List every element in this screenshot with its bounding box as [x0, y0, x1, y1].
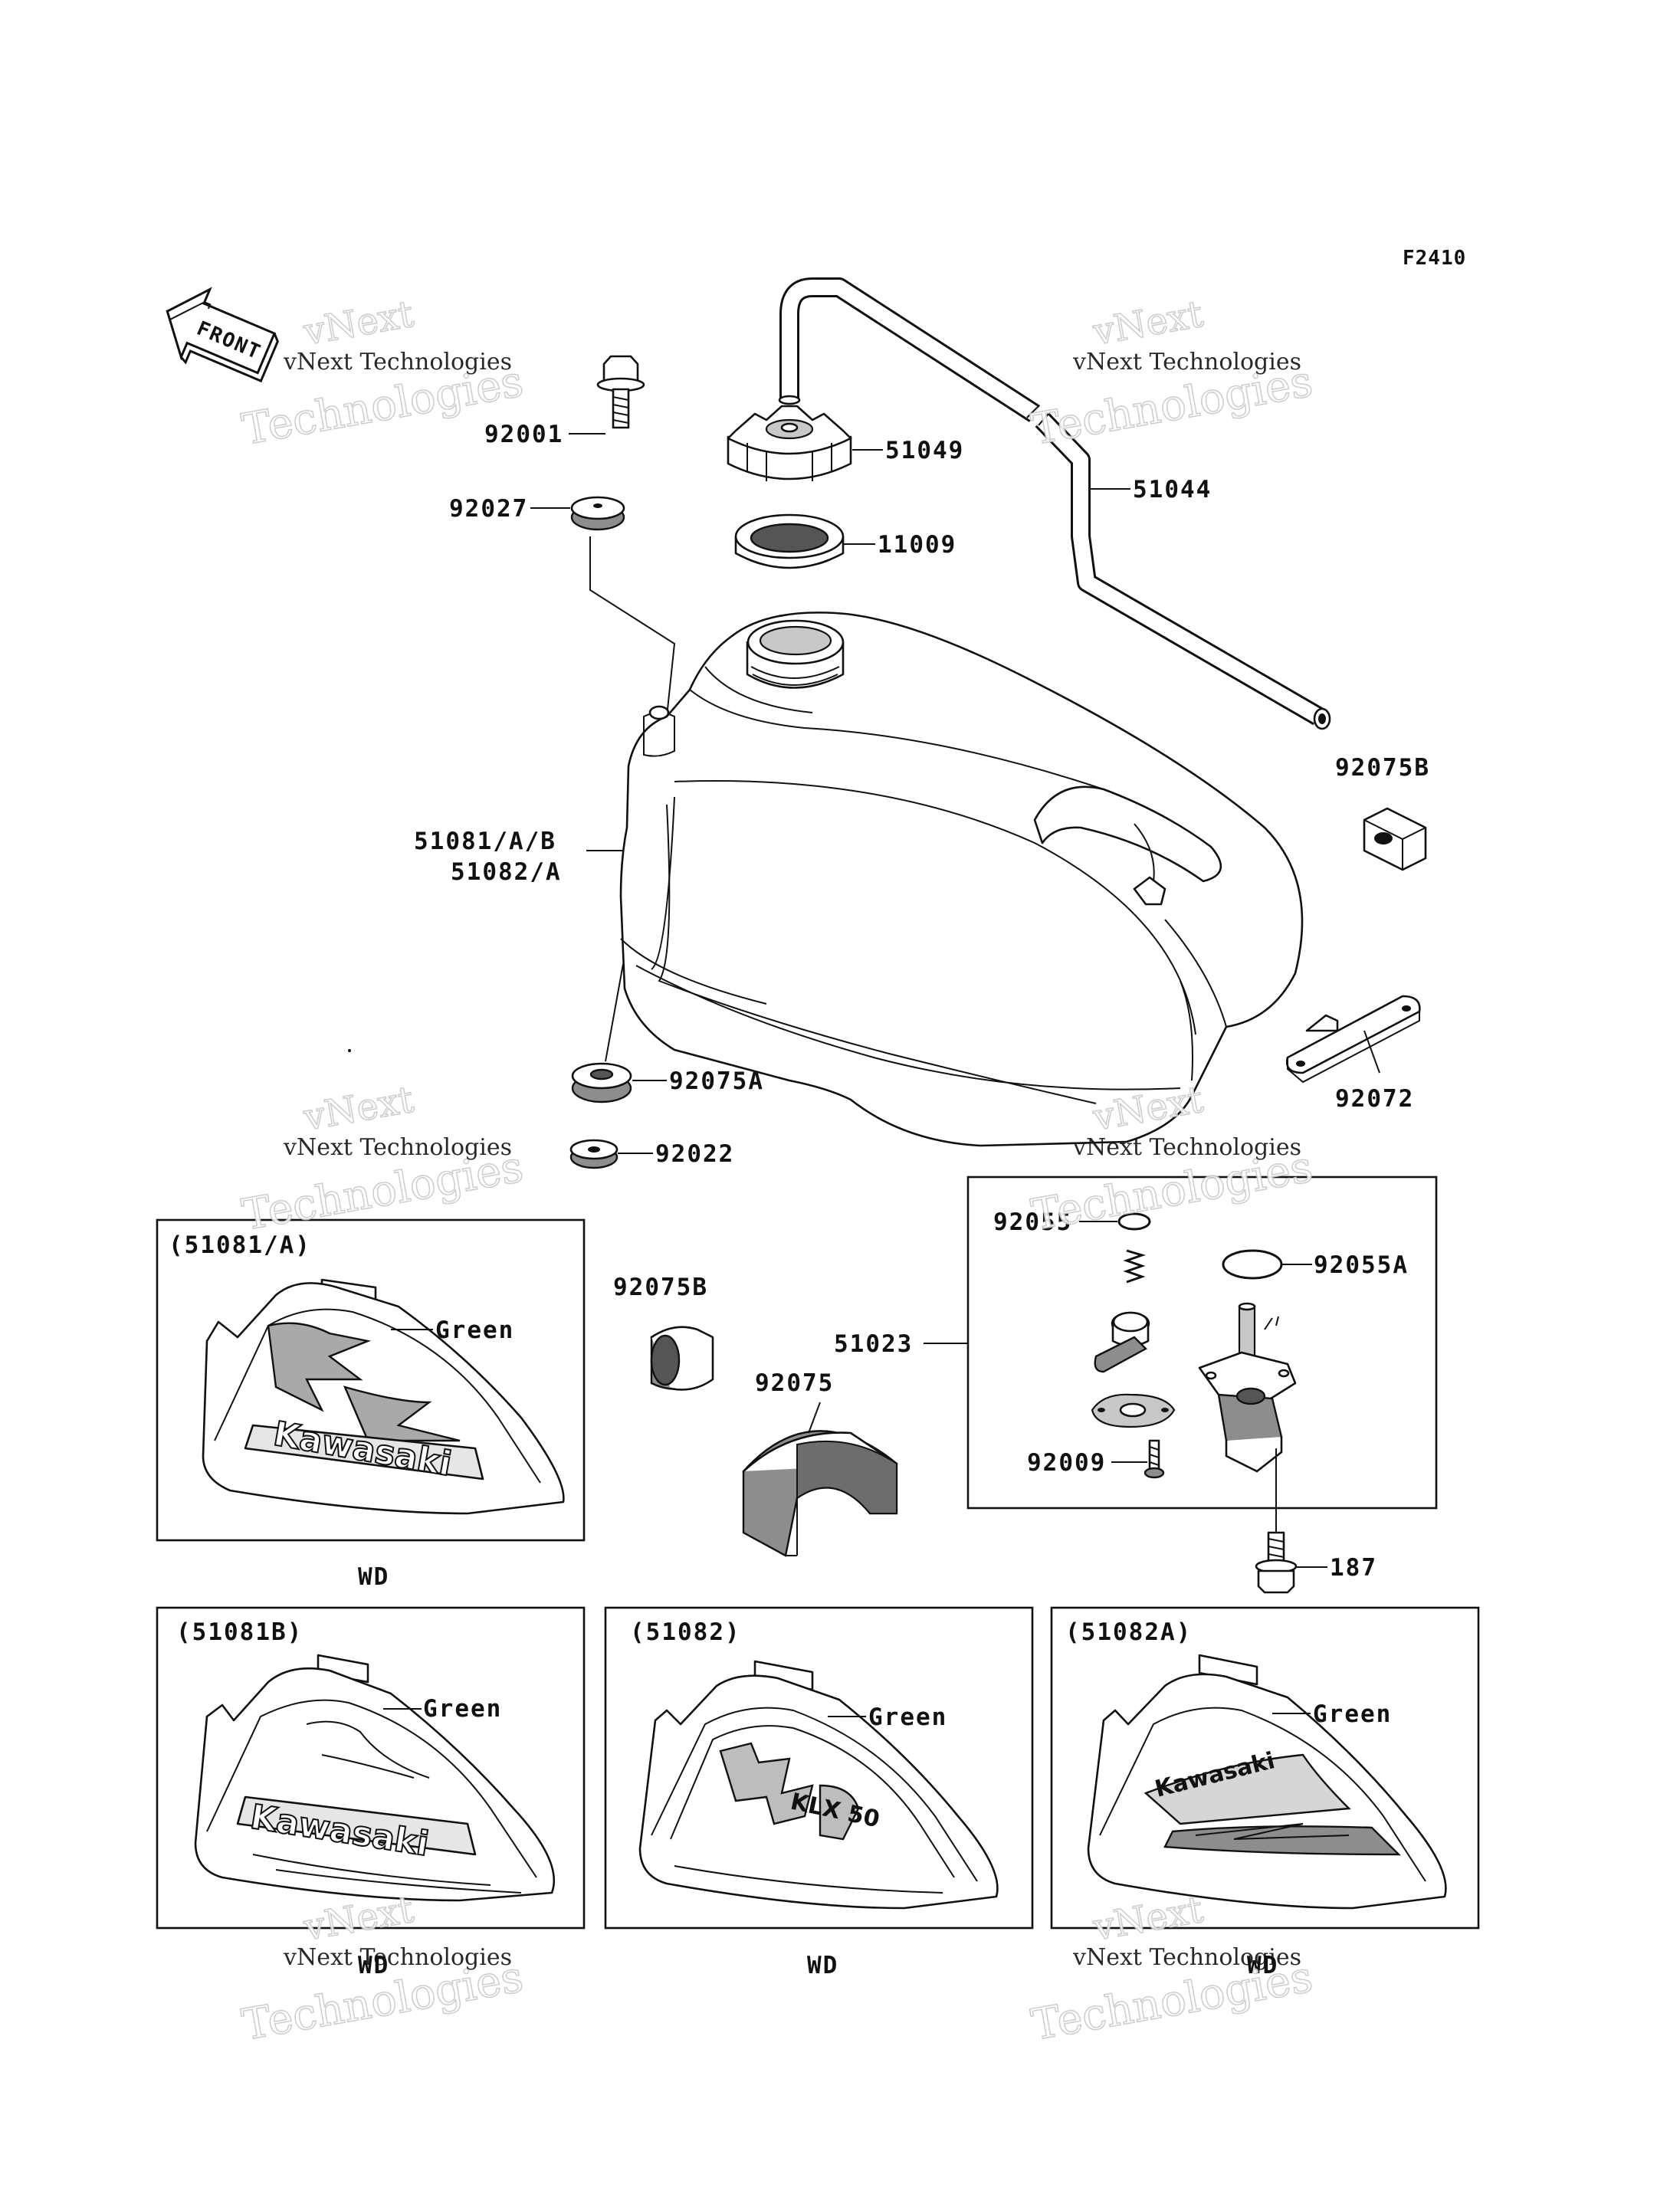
stray-dot [348, 1049, 351, 1052]
svg-text:vNext: vNext [300, 1888, 416, 1949]
o-ring-92055a [1222, 1249, 1283, 1280]
label-92055a: 92055A [1314, 1251, 1409, 1279]
variant-note-51082: WD [807, 1952, 838, 1979]
fuel-tank-51081-51082 [619, 612, 1304, 1147]
variant-code-51081-a: (51081/A) [169, 1231, 311, 1259]
tank-decal-51081b: Kawasaki [194, 1654, 556, 1902]
variant-color-51081-a: Green [435, 1317, 514, 1344]
svg-text:vNext Technologies: vNext Technologies [283, 349, 512, 375]
variant-note-51081-a: WD [358, 1563, 389, 1591]
label-92075b-lower: 92075B [613, 1274, 708, 1301]
variant-note-51082a: WD [1247, 1952, 1278, 1979]
damper-92075b-upper [1363, 807, 1427, 871]
label-92001: 92001 [484, 421, 563, 448]
svg-text:vNext Technologies: vNext Technologies [1072, 1944, 1301, 1971]
breather-hose-51044 [778, 277, 1331, 730]
screw-92009 [1144, 1439, 1165, 1479]
label-92027: 92027 [449, 495, 528, 523]
variant-color-51081b: Green [423, 1695, 502, 1723]
label-51082-a: 51082/A [451, 858, 562, 886]
petcock-plate [1091, 1393, 1176, 1428]
variant-color-51082a: Green [1313, 1700, 1392, 1728]
bolt-187 [1255, 1531, 1298, 1594]
variant-box-51082 [604, 1606, 1034, 1930]
svg-text:vNext: vNext [1089, 293, 1206, 354]
label-11009: 11009 [878, 531, 956, 559]
damper-92075b-lower [650, 1326, 714, 1391]
grommet-92027 [570, 496, 625, 531]
damper-92075 [742, 1430, 898, 1557]
gasket-11009 [734, 513, 845, 569]
svg-text:vNext: vNext [1089, 1888, 1206, 1949]
label-51049: 51049 [885, 437, 964, 464]
washer-92022 [569, 1139, 619, 1169]
watermark: vNext vNext Technologies Technologies [238, 1887, 527, 2051]
diagram-code: F2410 [1403, 247, 1466, 270]
o-ring-92055 [1117, 1212, 1151, 1231]
label-51081-a-b: 51081/A/B [414, 828, 556, 855]
svg-text:vNext Technologies: vNext Technologies [283, 1944, 512, 1971]
watermark: vNext vNext Technologies Technologies [1027, 1887, 1317, 2051]
label-51023: 51023 [834, 1330, 913, 1358]
svg-text:vNext Technologies: vNext Technologies [1072, 1134, 1301, 1161]
spring [1123, 1249, 1146, 1284]
svg-text:vNext: vNext [300, 293, 416, 354]
fuel-cap-51049 [727, 405, 852, 481]
variant-box-51081b [156, 1606, 586, 1930]
bracket-92072 [1285, 995, 1421, 1084]
petcock-lever [1094, 1311, 1150, 1373]
variant-box-51082a [1050, 1606, 1480, 1930]
label-187: 187 [1330, 1554, 1377, 1582]
variant-color-51082: Green [868, 1703, 947, 1731]
front-direction-arrow-icon: FRONT [166, 287, 279, 383]
variant-code-51081b: (51081B) [176, 1618, 303, 1646]
label-92022: 92022 [655, 1140, 734, 1168]
tank-decal-51081-a: Kawasaki [202, 1278, 565, 1515]
tank-decal-51082: KLX 50 [638, 1660, 999, 1910]
tank-decal-51082a: Kawasaki [1087, 1654, 1447, 1910]
variant-code-51082: (51082) [630, 1618, 741, 1646]
label-92009: 92009 [1027, 1449, 1106, 1477]
watermark: vNext vNext Technologies Technologies [1027, 292, 1317, 456]
label-92075a: 92075A [669, 1067, 764, 1095]
label-92075b-upper: 92075B [1335, 754, 1430, 782]
svg-text:vNext Technologies: vNext Technologies [283, 1134, 512, 1161]
label-92055: 92055 [993, 1208, 1072, 1236]
grommet-92075a [571, 1062, 632, 1103]
svg-text:vNext Technologies: vNext Technologies [1072, 349, 1301, 375]
petcock-body [1198, 1302, 1297, 1473]
variant-code-51082a: (51082A) [1065, 1618, 1192, 1646]
label-92075: 92075 [755, 1369, 834, 1397]
watermark: vNext vNext Technologies Technologies [238, 292, 527, 456]
label-92072: 92072 [1335, 1085, 1414, 1113]
variant-note-51081b: WD [358, 1952, 389, 1979]
variant-box-51081-a [156, 1218, 586, 1542]
svg-text:vNext: vNext [300, 1078, 416, 1139]
watermark: vNext vNext Technologies Technologies [238, 1077, 527, 1241]
label-51044: 51044 [1133, 476, 1212, 503]
bolt-92001 [596, 355, 645, 429]
